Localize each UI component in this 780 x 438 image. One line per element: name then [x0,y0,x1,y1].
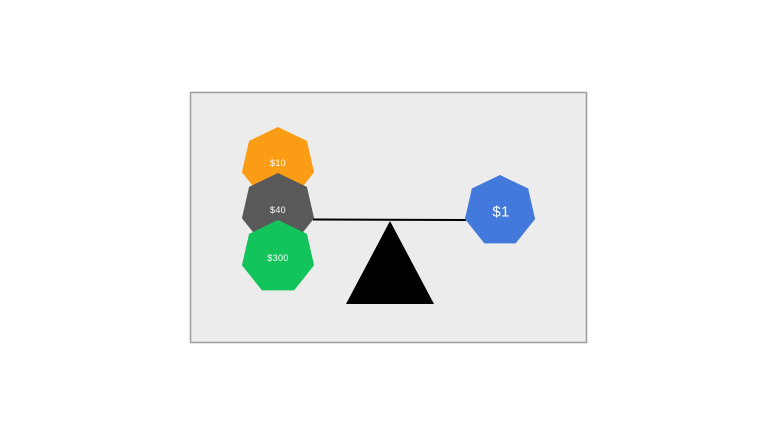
weight-label-300: $300 [267,253,288,263]
weight-heptagon-40[interactable] [241,173,315,244]
fulcrum-triangle[interactable] [346,221,434,304]
balance-beam-line[interactable] [312,218,467,221]
weight-heptagon-1[interactable] [464,175,536,244]
weight-label-10: $10 [270,158,286,168]
weight-heptagon-300[interactable] [241,220,315,291]
weight-heptagon-10[interactable] [241,127,315,198]
weight-label-1: $1 [492,204,509,221]
weight-label-40: $40 [270,205,286,215]
